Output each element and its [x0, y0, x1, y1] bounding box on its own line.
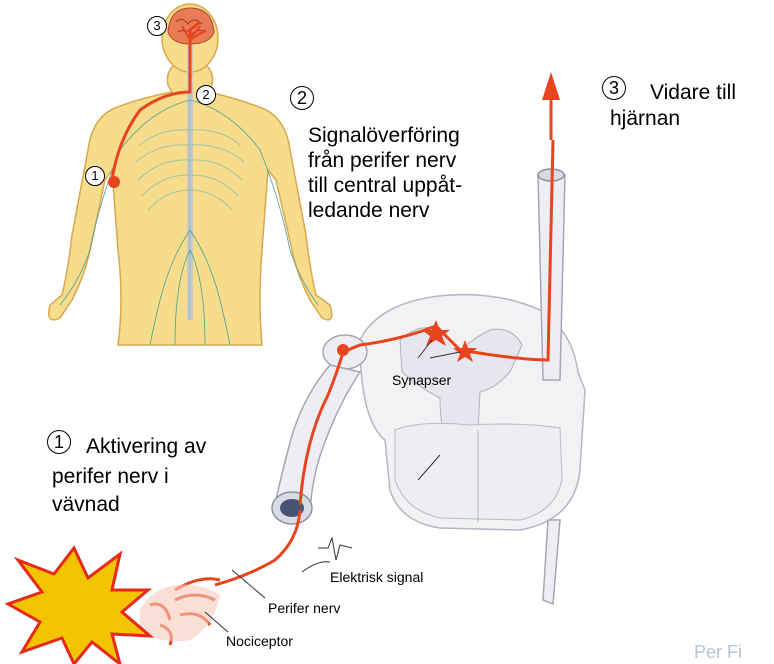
peripheral-nerve-tube: [275, 365, 360, 512]
step2-number-circle: 2: [290, 86, 314, 110]
body-marker-2: 2: [196, 85, 216, 105]
body-marker-3: 3: [147, 16, 167, 36]
synapser-label: Synapser: [392, 372, 451, 389]
step2-line-2: från perifer nerv: [308, 148, 462, 173]
step2-line-1: Signalöverföring: [308, 123, 462, 148]
step1-line-2: perifer nerv i: [52, 464, 169, 489]
pain-site: [108, 176, 120, 188]
arrow-head: [542, 72, 560, 100]
step1-line-1: Aktivering av: [86, 434, 206, 459]
step3-number-circle: 3: [602, 76, 626, 100]
pain-starburst-icon: [8, 548, 150, 664]
step2-line-3: till central uppåt-: [308, 173, 462, 198]
step3-line-1: Vidare till: [650, 80, 736, 105]
elektrisk-signal-label: Elektrisk signal: [330, 569, 423, 586]
nociceptor-group: [140, 510, 352, 645]
electric-signal-icon: [318, 538, 352, 560]
step2-line-4: ledande nerv: [308, 198, 462, 223]
step1-number-circle: 1: [47, 430, 71, 454]
nociceptor-tissue: [140, 584, 220, 641]
step1-line-3: vävnad: [52, 492, 120, 517]
starburst-outer: [8, 548, 150, 664]
nociceptor-label: Nociceptor: [226, 633, 293, 650]
credit-text: Per Fi: [694, 642, 742, 663]
body-marker-1: 1: [85, 166, 105, 186]
signal-arrow: [302, 562, 330, 572]
perifer-nerv-label: Perifer nerv: [268, 600, 340, 617]
descending-tube: [543, 520, 560, 604]
step3-line-2: hjärnan: [610, 106, 680, 131]
step2-text: Signalöverföring från perifer nerv till …: [308, 123, 462, 223]
